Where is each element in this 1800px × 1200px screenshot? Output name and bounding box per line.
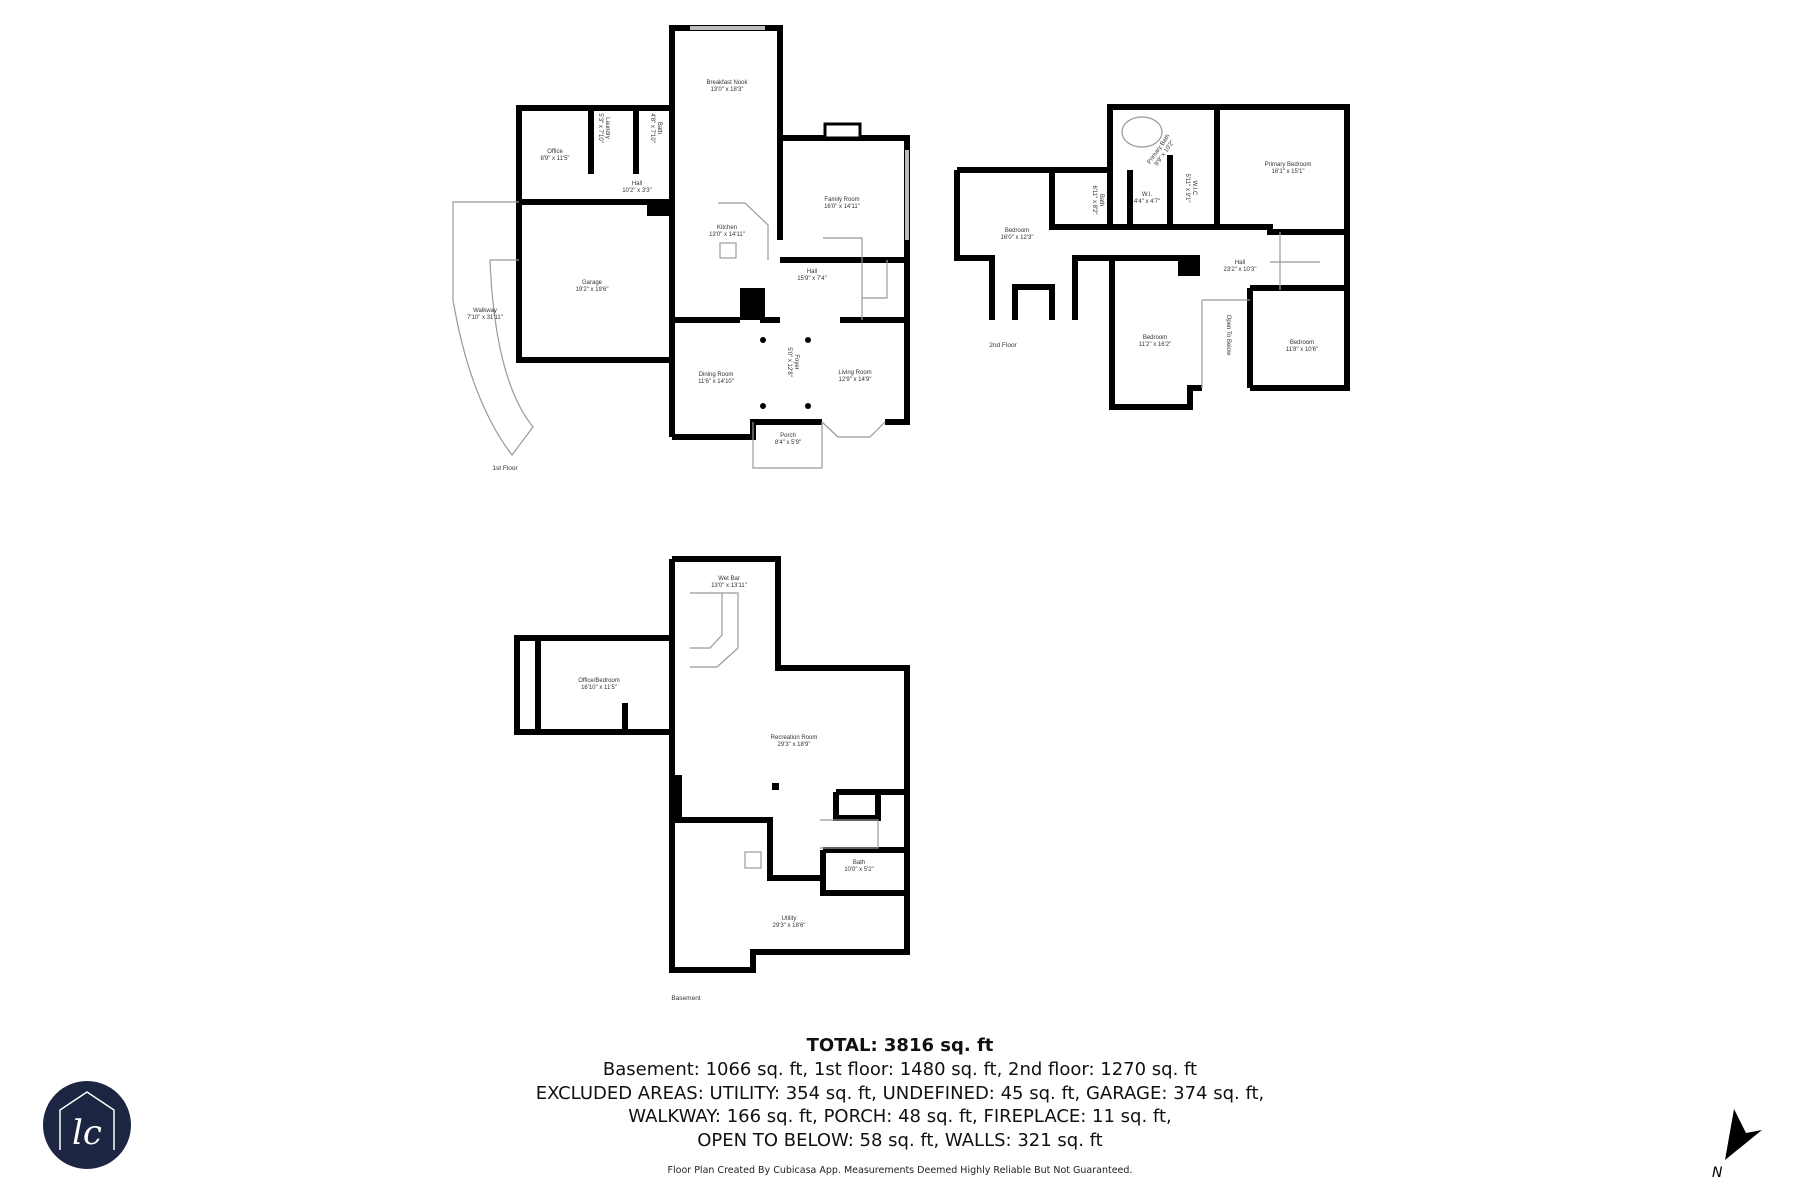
stairs xyxy=(1270,232,1320,290)
fireplace xyxy=(823,122,862,140)
summary-line: OPEN TO BELOW: 58 sq. ft, WALLS: 321 sq.… xyxy=(697,1129,1103,1151)
svg-text:Foyer5'0" x 12'8": Foyer5'0" x 12'8" xyxy=(786,347,799,377)
bay-window xyxy=(821,421,886,438)
second-floor-walls xyxy=(954,104,1350,410)
wet-bar-counter xyxy=(690,592,739,668)
floor-label-2nd: 2nd Floor xyxy=(989,342,1017,349)
open-to-below-outline xyxy=(1201,299,1250,388)
area-summary: TOTAL: 3816 sq. ft Basement: 1066 sq. ft… xyxy=(0,1034,1800,1152)
svg-text:lc: lc xyxy=(72,1113,102,1153)
kitchen-island xyxy=(719,242,737,259)
stairs xyxy=(820,819,879,849)
floor-label-basement: Basement xyxy=(671,995,700,1002)
summary-line: WALKWAY: 166 sq. ft, PORCH: 48 sq. ft, F… xyxy=(628,1106,1172,1127)
svg-text:Bath6'11" x 8'2": Bath6'11" x 8'2" xyxy=(1091,185,1104,214)
svg-text:N: N xyxy=(1712,1165,1723,1180)
basement-walls xyxy=(514,556,910,973)
stairs xyxy=(823,237,888,320)
summary-line: Basement: 1066 sq. ft, 1st floor: 1480 s… xyxy=(602,1059,1198,1080)
fireplace-block xyxy=(647,202,672,216)
svg-text:W.I.C5'11" x 9'1": W.I.C5'11" x 9'1" xyxy=(1184,173,1197,202)
closet-block xyxy=(740,288,765,320)
brand-logo: lc xyxy=(43,1081,131,1169)
svg-text:Laundry5'3" x 7'10": Laundry5'3" x 7'10" xyxy=(597,113,610,143)
bathtub xyxy=(1121,116,1163,148)
walkway-outline xyxy=(452,201,534,456)
summary-line: EXCLUDED AREAS: UTILITY: 354 sq. ft, UND… xyxy=(535,1082,1265,1104)
disclaimer: Floor Plan Created By Cubicasa App. Meas… xyxy=(667,1165,1133,1176)
water-heater xyxy=(744,851,762,869)
kitchen-counter xyxy=(718,202,769,260)
floor-label-1st: 1st Floor xyxy=(492,465,518,472)
total-area: TOTAL: 3816 sq. ft xyxy=(806,1035,994,1056)
svg-text:W.I.4'4" x 4'7": W.I.4'4" x 4'7" xyxy=(1134,192,1160,205)
svg-text:Open To Below: Open To Below xyxy=(1225,315,1231,356)
porch-outline xyxy=(752,422,823,469)
svg-text:Bath4'8" x 7'10": Bath4'8" x 7'10" xyxy=(649,113,662,143)
north-arrow-icon: N xyxy=(1712,1109,1762,1180)
